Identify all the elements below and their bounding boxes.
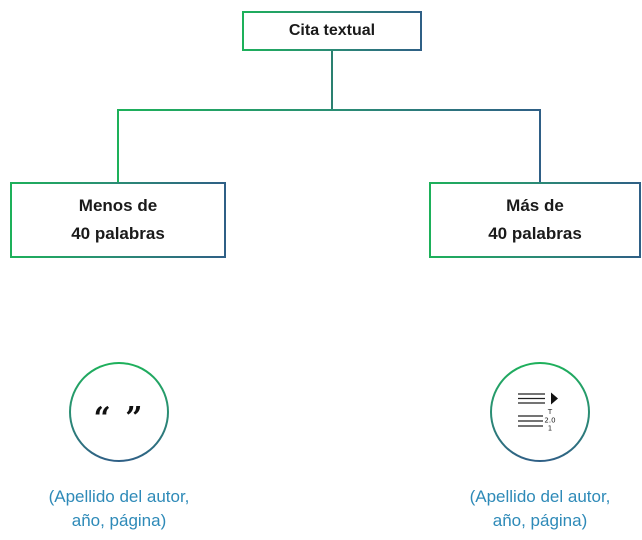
branch-right-line1: Más de <box>506 196 564 215</box>
caption-left: (Apellido del autor, año, página) <box>19 485 219 533</box>
root-node-cita-textual: Cita textual <box>242 11 422 51</box>
caption-right-line1: (Apellido del autor, <box>469 487 611 506</box>
root-node-label: Cita textual <box>288 22 376 39</box>
block-mark-3: 1 <box>548 425 552 433</box>
quote-marks-icon: “ ” <box>93 400 145 436</box>
connector-horizontal-bar <box>117 109 541 182</box>
caption-left-line1: (Apellido del autor, <box>48 487 190 506</box>
indent-arrow-icon <box>551 392 558 405</box>
block-mark-1: T <box>547 408 553 416</box>
branch-node-menos-40: Menos de 40 palabras <box>10 182 226 258</box>
branch-node-mas-40: Más de 40 palabras <box>429 182 641 258</box>
branch-right-line2: 40 palabras <box>488 224 582 243</box>
caption-left-line2: año, página) <box>71 511 167 530</box>
branch-left-line1: Menos de <box>78 196 158 215</box>
indented-block-circle: T 2.0 1 <box>490 362 590 462</box>
caption-right-line2: año, página) <box>492 511 588 530</box>
branch-left-line2: 40 palabras <box>71 224 165 243</box>
block-mark-2: 2.0 <box>544 417 555 425</box>
indented-block-icon: T 2.0 1 <box>518 392 558 433</box>
quote-marks-circle: “ ” <box>69 362 169 462</box>
caption-right: (Apellido del autor, año, página) <box>440 485 640 533</box>
